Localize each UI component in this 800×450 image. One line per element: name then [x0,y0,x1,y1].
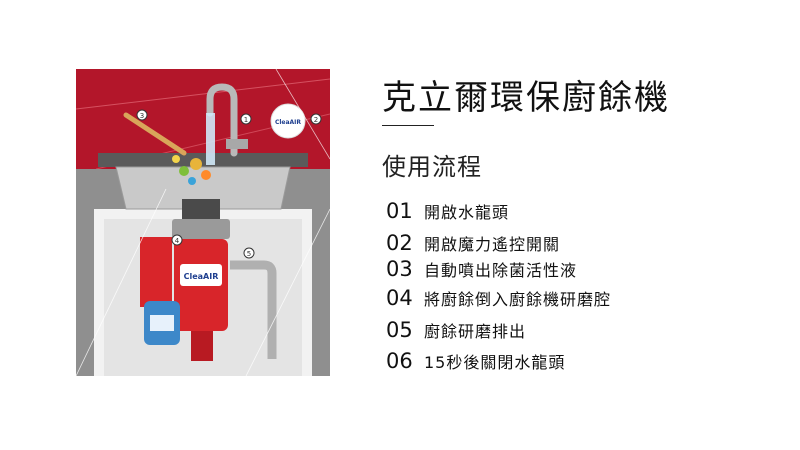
svg-text:5: 5 [247,250,251,258]
section-subtitle: 使用流程 [382,153,482,181]
brand-label-switch: CleaAIR [275,119,301,126]
step-text: 廚餘研磨排出 [424,322,527,341]
svg-text:1: 1 [244,116,248,124]
step-number: 02 [386,231,413,255]
sink-basin [115,166,291,210]
spoon [123,112,187,156]
title-divider [382,125,434,126]
svg-text:4: 4 [175,237,180,245]
countertop [98,153,308,167]
step-number: 05 [386,318,413,342]
disposer-diagram: CleaAIR CleaAIR 1 2 3 4 5 [76,69,330,376]
svg-text:2: 2 [314,116,318,124]
step-number: 04 [386,286,413,310]
drain-pipe [230,260,277,359]
callout-2: 2 [310,113,322,125]
step-item: 06 15秒後關閉水龍頭 [386,349,565,377]
disposer-illustration: CleaAIR CleaAIR 1 2 3 4 5 [76,69,330,376]
step-item: 05 廚餘研磨排出 [386,318,526,346]
water-stream [206,113,215,165]
step-number: 03 [386,257,413,281]
step-text: 將廚餘倒入廚餘機研磨腔 [424,290,612,309]
step-text: 開啟水龍頭 [424,203,510,222]
step-item: 04 將廚餘倒入廚餘機研磨腔 [386,286,611,314]
page-title: 克立爾環保廚餘機 [382,78,670,118]
step-text: 自動噴出除菌活性液 [424,261,578,280]
brand-label-unit: CleaAIR [184,272,219,281]
callout-3: 3 [136,109,148,121]
step-number: 01 [386,199,413,223]
step-text: 15秒後關閉水龍頭 [424,353,566,372]
step-item: 02 開啟魔力遙控開關 [386,231,560,259]
callout-1: 1 [240,113,252,125]
step-item: 03 自動噴出除菌活性液 [386,257,577,285]
step-number: 06 [386,349,413,373]
callout-5: 5 [243,247,255,259]
step-text: 開啟魔力遙控開關 [424,235,561,254]
step-item: 01 開啟水龍頭 [386,199,509,227]
callout-4: 4 [171,234,183,246]
svg-text:3: 3 [140,112,144,120]
faucet [206,83,238,157]
remote-switch [270,103,306,139]
control-box [140,237,172,307]
